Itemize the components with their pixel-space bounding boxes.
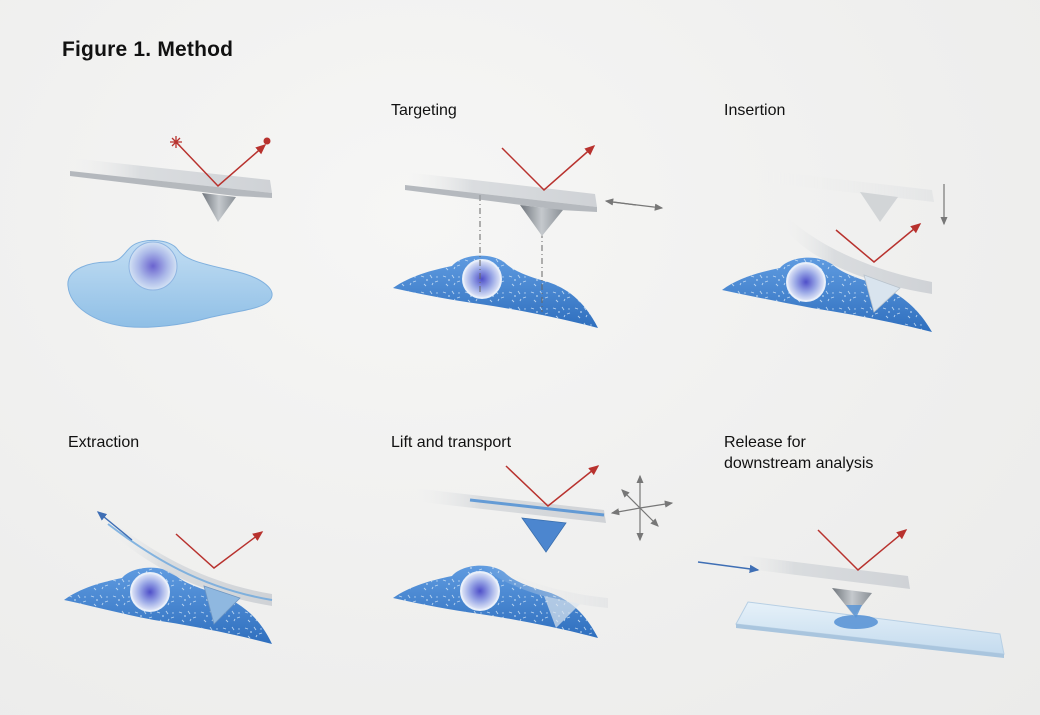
laser-beam	[817, 529, 908, 572]
cell-nucleus	[460, 571, 500, 611]
cantilever-tip	[863, 274, 901, 313]
cell	[393, 565, 598, 638]
step-label-release: Release for downstream analysis	[724, 434, 874, 472]
cell	[67, 240, 273, 328]
cantilever-tip	[521, 517, 567, 553]
flow-arrow	[697, 561, 760, 574]
lateral-move-arrow	[604, 198, 664, 211]
panel-targeting	[393, 145, 664, 328]
ghost-cantilever	[760, 170, 934, 222]
laser-beam	[835, 223, 922, 263]
step-label-lift-and-transport: Lift and transport	[391, 434, 512, 451]
cantilever-tip	[202, 193, 236, 222]
laser-source-icon	[170, 136, 182, 148]
laser-beam	[170, 136, 271, 188]
cell-nucleus	[130, 572, 170, 612]
figure-title: Figure 1. Method	[62, 38, 234, 61]
panel-release	[697, 529, 1005, 658]
cantilever-tip	[832, 588, 872, 616]
panel-insertion	[722, 170, 948, 332]
glass-slide	[735, 601, 1005, 658]
laser-beam	[175, 531, 264, 569]
cantilever	[70, 158, 272, 222]
xyz-move-arrows	[610, 474, 674, 542]
released-droplet	[834, 615, 878, 629]
cantilever-tip	[520, 205, 563, 236]
step-label-targeting: Targeting	[391, 102, 457, 119]
cantilever	[405, 172, 597, 236]
cantilever	[107, 518, 273, 625]
panel-lift-and-transport	[393, 465, 674, 638]
laser-beam	[505, 465, 600, 507]
ghost-cantilever	[480, 556, 608, 628]
cell	[393, 255, 598, 328]
step-label-extraction: Extraction	[68, 434, 140, 451]
cantilever	[732, 554, 910, 618]
cell	[722, 257, 932, 332]
laser-beam	[501, 145, 596, 192]
cell-nucleus	[786, 262, 826, 302]
photodetector-icon	[263, 137, 271, 145]
panel-initial	[67, 136, 273, 328]
cantilever	[782, 212, 932, 313]
step-label-insertion: Insertion	[724, 102, 786, 119]
cell	[64, 567, 272, 644]
flow-arrow	[96, 511, 133, 541]
panel-extraction	[64, 511, 273, 644]
cell-nucleus	[462, 259, 502, 299]
cell-nucleus	[128, 241, 178, 291]
cantilever-tip	[203, 585, 241, 625]
alignment-guides	[479, 195, 543, 312]
cantilever	[412, 488, 606, 553]
